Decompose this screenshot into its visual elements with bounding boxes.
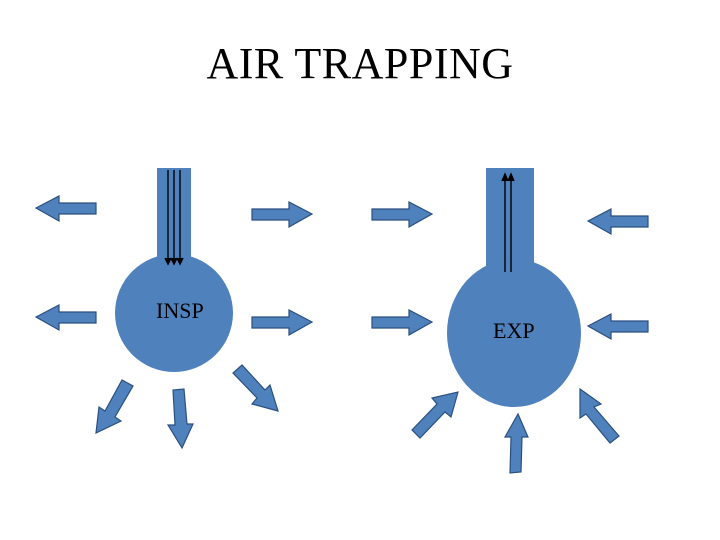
insp-arrow-right-bottom-icon [251, 309, 314, 337]
exp-airway-tube [486, 168, 534, 276]
exp-arrow-right-top-icon [371, 201, 434, 229]
exp-airflow-lines-icon [501, 172, 515, 272]
exp-arrow-left-top-icon [586, 208, 649, 236]
exp-arrow-up-left-icon [579, 387, 620, 444]
insp-arrow-right-top-icon [251, 201, 314, 229]
exp-alveolus-sac [447, 259, 581, 407]
insp-alveolus: INSP [115, 168, 233, 372]
insp-arrow-down-icon [166, 388, 194, 450]
exp-arrow-up-right-icon [411, 391, 459, 439]
exp-arrow-right-bottom-icon [371, 309, 434, 337]
slide-title: AIR TRAPPING [206, 39, 514, 88]
exp-label: EXP [493, 318, 535, 343]
insp-arrow-down-left-icon [95, 379, 134, 435]
insp-arrow-left-top-icon [34, 195, 97, 223]
exp-arrow-left-bottom-icon [586, 313, 649, 341]
exp-alveolus: EXP [447, 168, 581, 407]
exp-arrow-up-icon [503, 412, 529, 474]
insp-alveolus-sac [115, 254, 233, 372]
insp-arrow-left-bottom-icon [34, 304, 97, 332]
insp-airflow-lines-icon [164, 170, 184, 266]
insp-label: INSP [156, 298, 204, 323]
insp-arrow-down-right-icon [232, 364, 279, 412]
